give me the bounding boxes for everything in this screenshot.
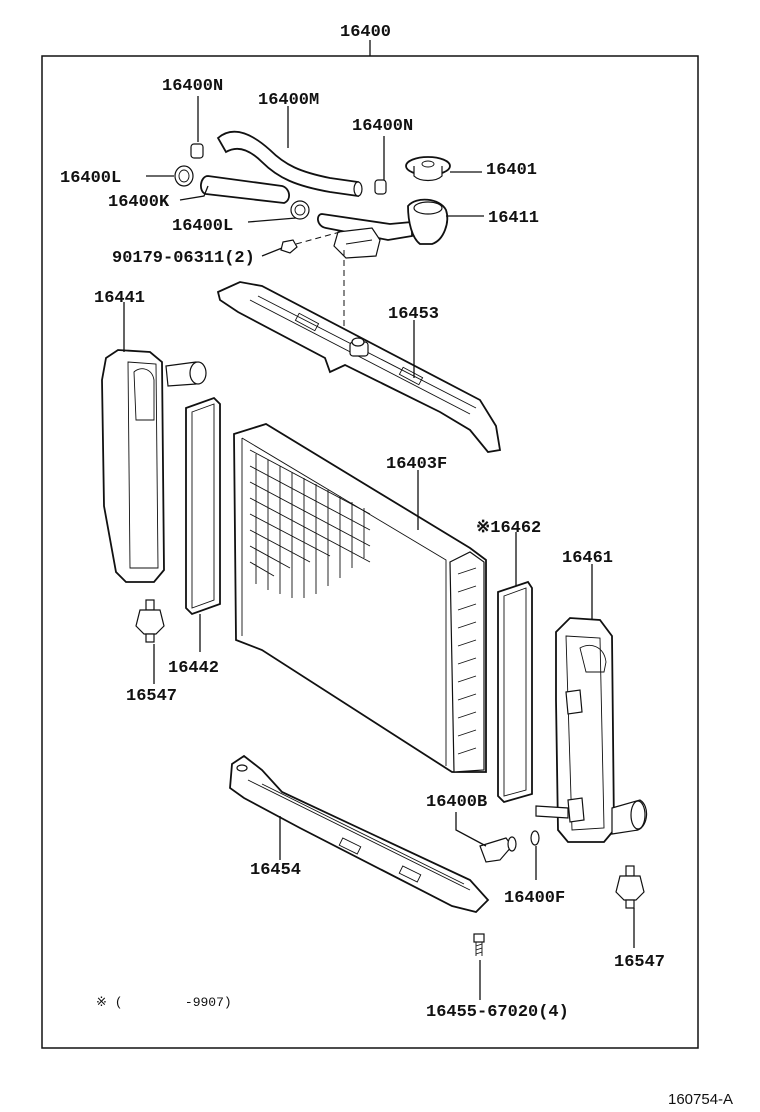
footnote: ※ ( -9907) bbox=[96, 995, 232, 1010]
upper-support-part[interactable] bbox=[216, 281, 502, 453]
label-16400F[interactable]: 16400F bbox=[504, 889, 565, 908]
label-16400N-right[interactable]: 16400N bbox=[352, 117, 413, 136]
clip-16400N-upper-part[interactable] bbox=[190, 143, 204, 159]
label-16547-left[interactable]: 16547 bbox=[126, 687, 177, 706]
label-16547-right[interactable]: 16547 bbox=[614, 953, 665, 972]
diagram-code: 160754-A bbox=[668, 1091, 733, 1108]
left-tank-part[interactable] bbox=[101, 349, 207, 583]
label-16400[interactable]: 16400 bbox=[340, 23, 391, 42]
cushion-left-part[interactable] bbox=[135, 599, 165, 643]
label-16462[interactable]: ※16462 bbox=[476, 519, 541, 538]
radiator-inlet-part[interactable] bbox=[317, 198, 449, 259]
upper-hose-part[interactable] bbox=[216, 130, 363, 198]
label-90179-06311[interactable]: 90179-06311(2) bbox=[112, 249, 255, 268]
label-16441[interactable]: 16441 bbox=[94, 289, 145, 308]
label-16411[interactable]: 16411 bbox=[488, 209, 539, 228]
label-16461[interactable]: 16461 bbox=[562, 549, 613, 568]
label-16400M[interactable]: 16400M bbox=[258, 91, 319, 110]
label-16455-67020[interactable]: 16455-67020(4) bbox=[426, 1003, 569, 1022]
label-16400L-lower[interactable]: 16400L bbox=[172, 217, 233, 236]
right-tank-part[interactable] bbox=[535, 617, 648, 843]
clip-16400L-upper-part[interactable] bbox=[174, 165, 194, 187]
label-16400N-upper[interactable]: 16400N bbox=[162, 77, 223, 96]
label-16400K[interactable]: 16400K bbox=[108, 193, 170, 212]
label-16400L-upper[interactable]: 16400L bbox=[60, 169, 121, 188]
bolt-part[interactable] bbox=[473, 933, 485, 956]
label-16442[interactable]: 16442 bbox=[168, 659, 219, 678]
label-16401[interactable]: 16401 bbox=[486, 161, 537, 180]
nut-part[interactable] bbox=[280, 239, 298, 254]
lower-hose-part[interactable] bbox=[200, 175, 290, 204]
lower-support-part[interactable] bbox=[229, 754, 490, 913]
o-ring-part[interactable] bbox=[530, 830, 540, 846]
label-16453[interactable]: 16453 bbox=[388, 305, 439, 324]
label-16454[interactable]: 16454 bbox=[250, 861, 301, 880]
label-16403F[interactable]: 16403F bbox=[386, 455, 447, 474]
left-gasket-part[interactable] bbox=[185, 396, 221, 616]
radiator-core-part[interactable] bbox=[233, 423, 487, 773]
cushion-right-part[interactable] bbox=[615, 865, 645, 909]
clip-16400L-lower-part[interactable] bbox=[290, 200, 310, 220]
label-16400B[interactable]: 16400B bbox=[426, 793, 487, 812]
right-gasket-part[interactable] bbox=[497, 580, 533, 804]
clip-16400N-right-part[interactable] bbox=[374, 179, 387, 195]
drain-cock-part[interactable] bbox=[479, 836, 517, 863]
radiator-cap-part[interactable] bbox=[405, 156, 451, 182]
